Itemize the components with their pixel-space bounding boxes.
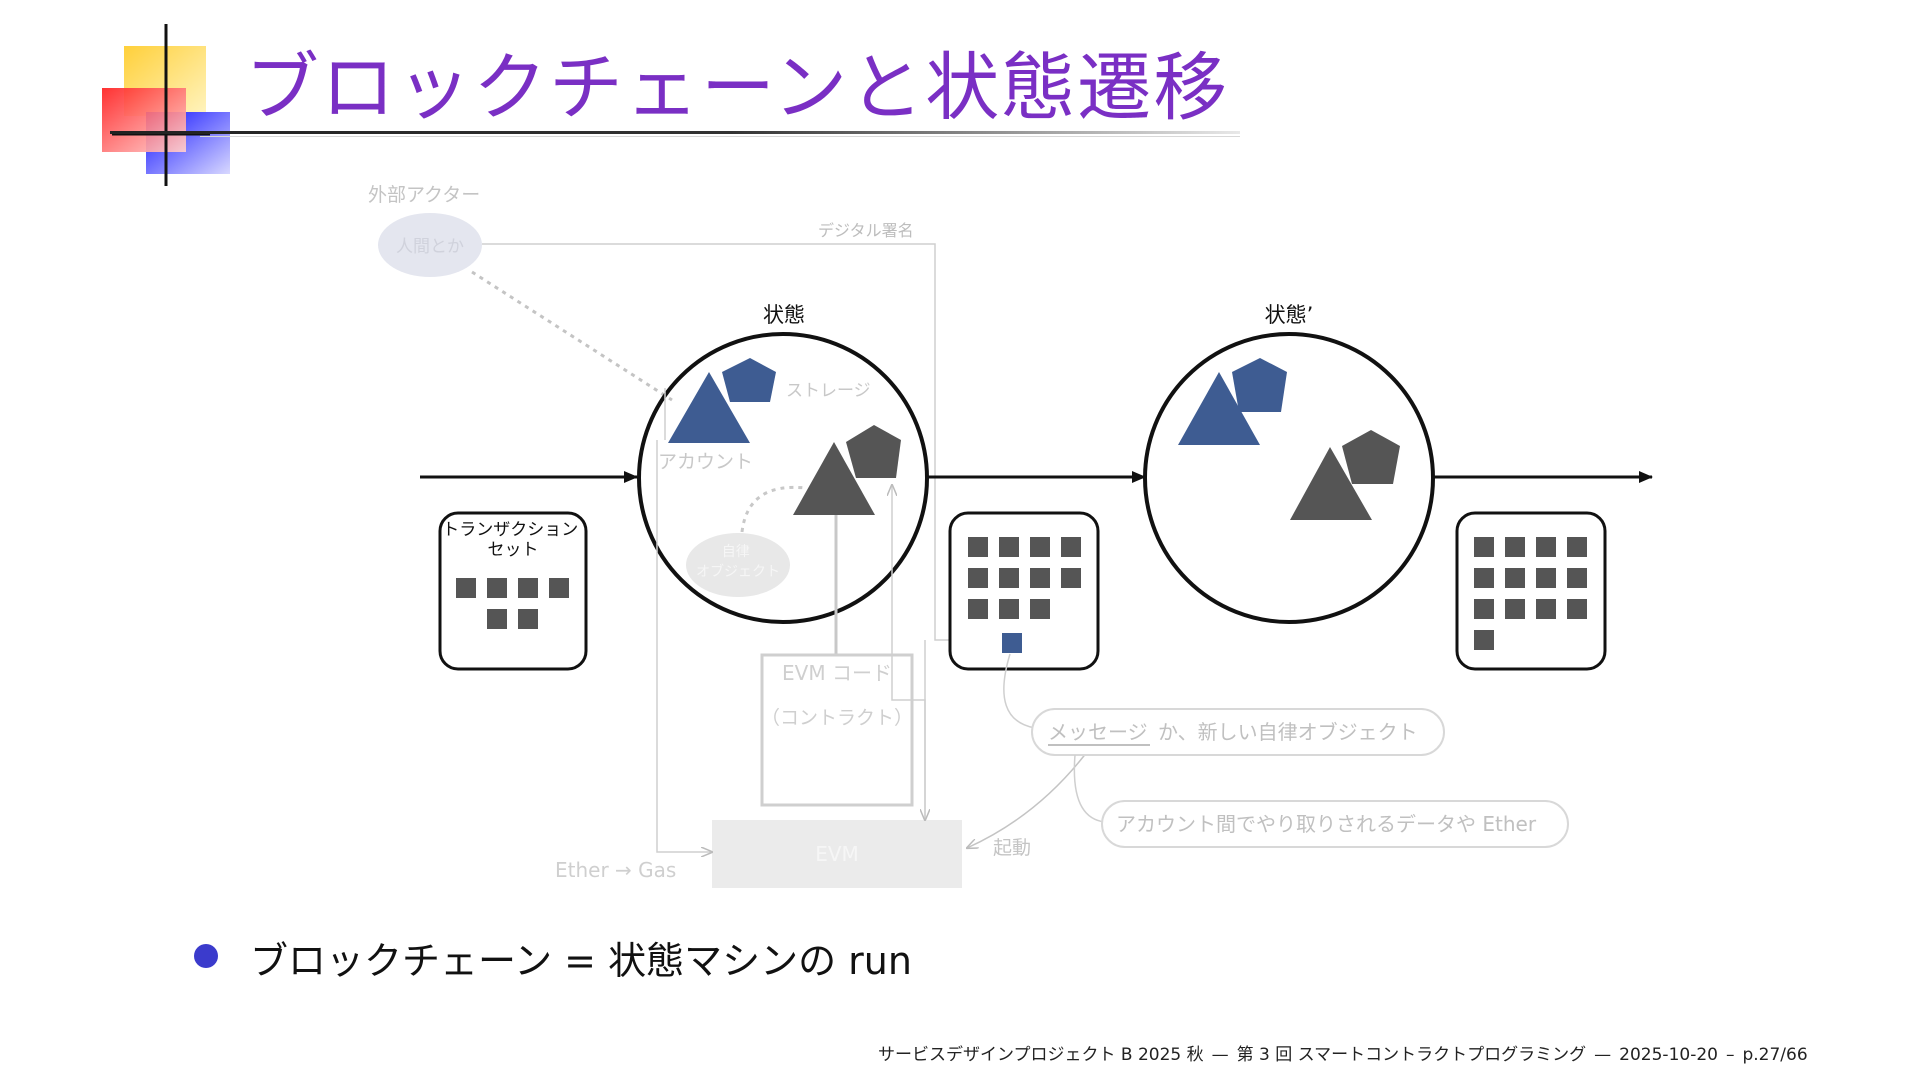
- tx-square: [518, 578, 538, 598]
- ether-gas-label: Ether → Gas: [555, 858, 676, 882]
- evm-code-box: [760, 653, 914, 807]
- slide-logo: [102, 24, 230, 186]
- block-square: [1474, 630, 1494, 650]
- autonomous-line-2: オブジェクト: [696, 563, 780, 580]
- actor-dotted-link: [471, 270, 673, 402]
- external-actor-node-label: 人間とか: [396, 237, 464, 257]
- block-square: [1030, 537, 1050, 557]
- state-circle: [637, 332, 929, 624]
- tx-square: [487, 578, 507, 598]
- block-square: [1061, 568, 1081, 588]
- bullet-icon: [194, 944, 218, 968]
- slide-footer: サービスデザインプロジェクト B 2025 秋 — 第 3 回 スマートコントラクト…: [874, 1040, 1812, 1065]
- contract-triangle-icon: [793, 442, 875, 515]
- storage-triangle-icon: [668, 372, 750, 443]
- footer-sep: –: [1725, 1045, 1735, 1065]
- block-square: [999, 568, 1019, 588]
- tx-square: [518, 609, 538, 629]
- message-callout-rest: か、新しい自律オブジェクト: [1158, 720, 1418, 744]
- evm-label: EVM: [815, 842, 859, 866]
- block-square: [968, 599, 988, 619]
- transaction-squares: [456, 578, 569, 629]
- block-square: [1536, 599, 1556, 619]
- tx-square: [487, 609, 507, 629]
- transaction-set-label: トランザクション セット: [442, 520, 583, 560]
- block-square: [968, 537, 988, 557]
- launch-arrow: [967, 747, 1091, 848]
- block-square: [1474, 599, 1494, 619]
- digital-signature-label: デジタル署名: [818, 221, 914, 240]
- tx-set-line-1: トランザクション: [442, 520, 578, 540]
- storage-pentagon-icon: [722, 358, 776, 402]
- block-middle-squares: [968, 537, 1081, 619]
- contract-label: （コントラクト）: [761, 707, 913, 729]
- state-label: 状態: [763, 303, 805, 327]
- block-box-middle: [948, 511, 1100, 671]
- block-square: [1474, 568, 1494, 588]
- message-callout-pointer: [1003, 653, 1036, 729]
- footer-sep: —: [1211, 1045, 1229, 1065]
- block-right-squares: [1474, 537, 1587, 650]
- evm-code-label: EVM コード: [782, 661, 892, 685]
- contract-pentagon-icon-2: [1342, 430, 1400, 484]
- autonomous-line-1: 自律: [722, 544, 750, 560]
- block-square: [1505, 599, 1525, 619]
- external-actor-label: 外部アクター: [368, 184, 480, 206]
- block-square: [1505, 568, 1525, 588]
- block-square: [1567, 599, 1587, 619]
- block-square: [1536, 537, 1556, 557]
- block-square: [1536, 568, 1556, 588]
- state-prime-circle: [1143, 332, 1435, 624]
- block-square: [1505, 537, 1525, 557]
- launch-label: 起動: [993, 837, 1031, 859]
- block-square: [1030, 599, 1050, 619]
- title-divider-shadow: [200, 136, 1240, 137]
- storage-triangle-icon-2: [1178, 372, 1260, 445]
- block-square: [999, 537, 1019, 557]
- block-square: [1030, 568, 1050, 588]
- account-label: アカウント: [658, 451, 753, 473]
- data-callout-text: アカウント間でやり取りされるデータや Ether: [1116, 812, 1537, 836]
- message-square: [1002, 633, 1022, 653]
- contract-pentagon-icon: [846, 425, 901, 478]
- contract-triangle-icon-2: [1290, 447, 1372, 520]
- storage-label: ストレージ: [786, 381, 871, 401]
- storage-pentagon-icon-2: [1232, 358, 1287, 412]
- message-callout: [1031, 708, 1445, 756]
- tx-square: [549, 578, 569, 598]
- footer-date: 2025-10-20: [1619, 1045, 1718, 1065]
- external-actor-node: [378, 213, 482, 277]
- block-square: [1567, 568, 1587, 588]
- autonomous-object-label: 自律 オブジェクト: [696, 544, 780, 580]
- transaction-set-box: [438, 511, 588, 671]
- tx-square: [456, 578, 476, 598]
- state-prime-label: 状態’: [1265, 303, 1314, 327]
- data-callout: [1101, 800, 1569, 848]
- message-callout-underlined: メッセージ: [1048, 720, 1148, 744]
- footer-course: サービスデザインプロジェクト B 2025 秋: [878, 1045, 1204, 1065]
- block-square: [968, 568, 988, 588]
- autonomous-dotted-link: [740, 485, 807, 533]
- bullet-text: ブロックチェーン = 状態マシンの run: [250, 939, 912, 983]
- block-square: [1061, 537, 1081, 557]
- block-square: [999, 599, 1019, 619]
- tx-set-line-2: セット: [488, 540, 539, 560]
- block-square: [1474, 537, 1494, 557]
- page-title: ブロックチェーンと状態遷移: [245, 45, 1230, 131]
- block-square: [1567, 537, 1587, 557]
- data-callout-pointer: [1073, 754, 1106, 823]
- title-divider: [110, 131, 1240, 134]
- autonomous-object-node: [686, 533, 790, 597]
- footer-lecture: 第 3 回 スマートコントラクトプログラミング: [1236, 1045, 1587, 1065]
- footer-sep: —: [1594, 1045, 1612, 1065]
- footer-page: p.27/66: [1742, 1045, 1808, 1065]
- account-to-evm-line: [656, 440, 712, 852]
- evm-box: [712, 820, 962, 888]
